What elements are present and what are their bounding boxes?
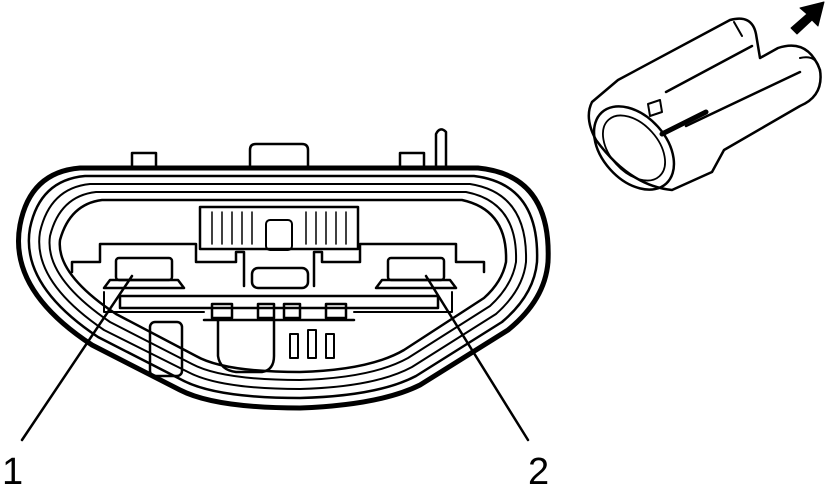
- callout-2: 2: [528, 451, 549, 491]
- cavity-ledge-left: [70, 242, 246, 288]
- leader-line-2: [424, 274, 530, 442]
- arrow-up-right-icon: [790, 1, 825, 35]
- latch-slot: [250, 266, 310, 290]
- sense-pin-3: [325, 333, 335, 359]
- connector-face: [16, 128, 551, 411]
- connector-rail-2: [684, 70, 802, 128]
- sense-pin-1: [289, 333, 299, 359]
- side-window: [148, 320, 184, 378]
- cavity-ledge-right: [312, 242, 486, 288]
- connector-lock-bar: [659, 109, 709, 137]
- terminal-2: [374, 256, 458, 290]
- connector-isometric: [587, 17, 822, 192]
- top-tab-center: [248, 142, 310, 170]
- housing-contour-inner: [58, 198, 508, 374]
- latch-ribs: [211, 211, 347, 245]
- latch-window: [265, 219, 293, 251]
- top-tab-right: [398, 151, 426, 170]
- locking-clips: [202, 302, 356, 322]
- sense-pin-2: [307, 329, 317, 359]
- housing-outer-contour: [16, 165, 551, 411]
- connector-lock-tab: [647, 99, 663, 117]
- connector-mating-face: [592, 105, 676, 191]
- connector-body: [587, 17, 822, 192]
- terminal-1: [102, 256, 186, 290]
- top-tab-left: [130, 151, 158, 170]
- housing-contour-2: [27, 174, 539, 400]
- connector-rail-1: [664, 44, 754, 94]
- leader-line-1: [20, 274, 134, 442]
- seal-rail-frame: [103, 291, 453, 313]
- callout-1: 1: [2, 451, 23, 491]
- housing-contour-3: [38, 183, 528, 390]
- connector-mating-face-inner: [602, 114, 666, 182]
- seal-rail: [118, 294, 440, 310]
- latch-block: [198, 205, 360, 251]
- connector-tube-end: [733, 21, 821, 73]
- alignment-pin: [434, 128, 448, 170]
- lower-pocket: [216, 318, 276, 374]
- housing-contour-4: [48, 191, 518, 381]
